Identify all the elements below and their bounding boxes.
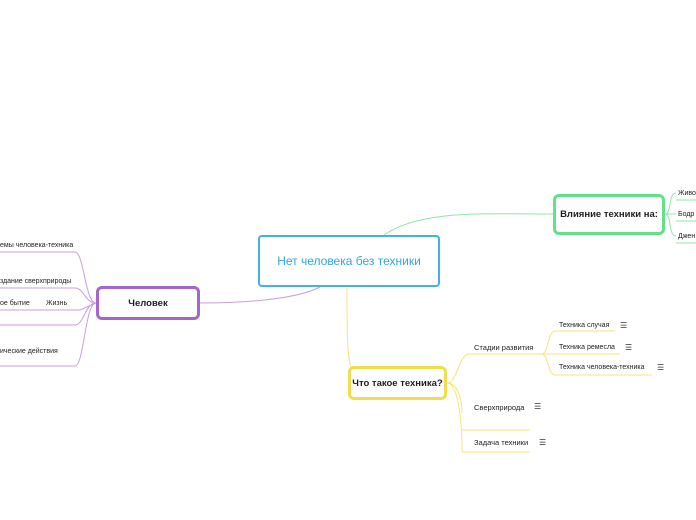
human-topic[interactable]: Человек [96, 286, 200, 320]
human-item-5[interactable]: ические действия [0, 348, 58, 355]
human-item-1[interactable]: емы человека-техника [0, 242, 74, 249]
menu-lines-icon[interactable]: ☰ [620, 321, 628, 330]
menu-lines-icon[interactable]: ☰ [534, 402, 542, 411]
stage-item-3[interactable]: Техника человека-техника [559, 364, 645, 371]
influence-topic[interactable]: Влияние техники на: [553, 194, 665, 235]
connector-stages-items [541, 330, 556, 376]
connector-whatis-subitems [446, 353, 471, 453]
connector-central-influence [383, 213, 554, 236]
task-label[interactable]: Задача техники [474, 438, 529, 447]
stage-item-1[interactable]: Техника случая [559, 322, 610, 329]
connector-central-whatis [346, 287, 353, 371]
influence-item-3[interactable]: Джен [678, 233, 696, 240]
human-item-3[interactable]: ое бытие [0, 300, 30, 307]
whatis-topic[interactable]: Что такое техника? [348, 366, 447, 400]
human-topic-label: Человек [128, 297, 168, 309]
central-topic[interactable]: Нет человека без техники [258, 235, 440, 287]
menu-lines-icon[interactable]: ☰ [539, 438, 547, 447]
menu-lines-icon[interactable]: ☰ [657, 363, 665, 372]
influence-item-2[interactable]: Бодр [678, 211, 695, 218]
connector-central-human [199, 286, 321, 304]
influence-topic-label: Влияние техники на: [560, 209, 658, 220]
influence-item-1[interactable]: Живо [678, 190, 696, 197]
human-item-4[interactable]: Жизнь [46, 300, 68, 307]
whatis-topic-label: Что такое техника? [352, 377, 443, 389]
supernature-label[interactable]: Сверхприрода [474, 403, 525, 412]
stage-item-2[interactable]: Техника ремесла [559, 344, 615, 351]
central-topic-label: Нет человека без техники [277, 254, 421, 268]
stages-label[interactable]: Стадии развития [474, 343, 534, 352]
connector-human-items [74, 251, 97, 367]
human-item-2[interactable]: здание сверхприроды [0, 278, 72, 285]
menu-lines-icon[interactable]: ☰ [625, 343, 633, 352]
connector-influence-items [664, 192, 677, 237]
